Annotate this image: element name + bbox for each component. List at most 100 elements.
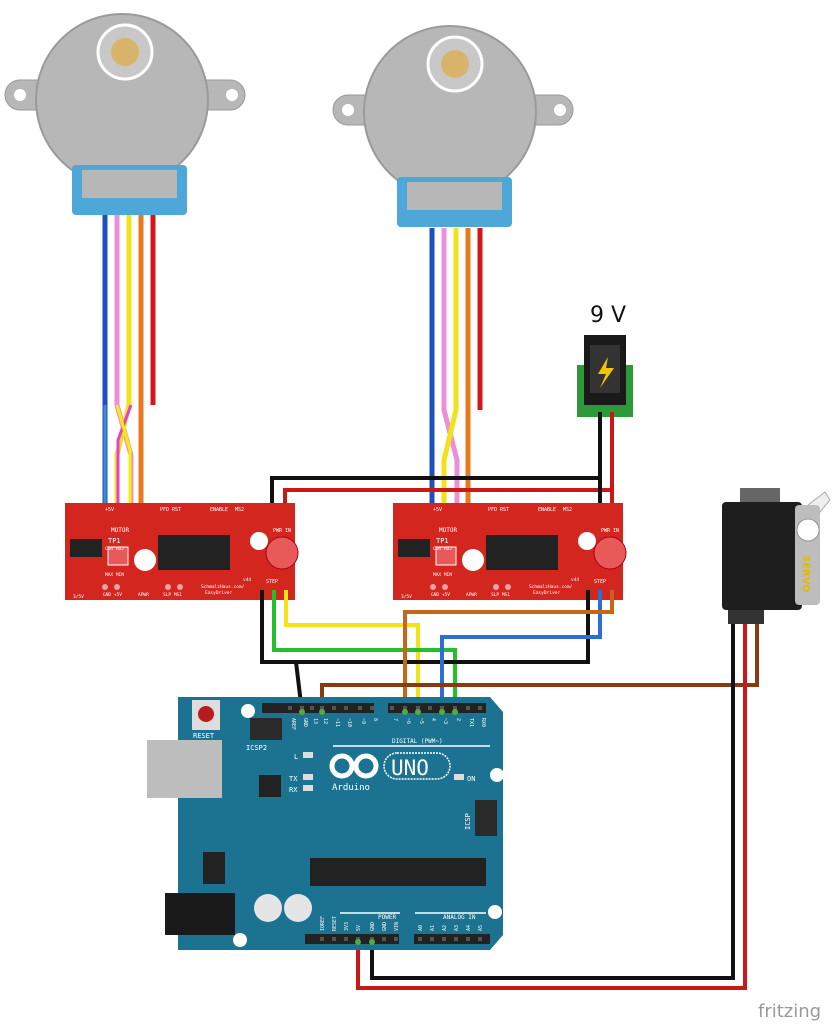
header-pin[interactable] [418,937,422,941]
fritzing-watermark: fritzing [758,1001,821,1022]
header-pin[interactable] [390,706,394,710]
pin-label: ~10 [346,718,352,727]
pin-label: 5V [356,925,362,931]
header-pin[interactable] [344,937,348,941]
tp1-pad [70,539,102,557]
pin-label: 7 [392,718,398,721]
pin-label: IOREF [320,916,326,931]
lightning-icon [598,357,614,388]
driver-chip [486,535,558,570]
pin-label: ~11 [334,718,340,727]
board-label: PWR IN [273,528,291,534]
inductor [593,536,627,570]
header-pin[interactable] [344,706,348,710]
header-pin[interactable] [440,706,444,710]
stepper-motor-2 [332,25,574,227]
header-pin[interactable] [478,937,482,941]
url-label: EasyDriver [533,590,560,596]
header-pin[interactable] [370,706,374,710]
pin-label: A4 [466,925,472,931]
header-pin[interactable] [416,706,420,710]
gnd-5v-label: GND +5V [431,592,450,598]
header-pin[interactable] [310,706,314,710]
header-pin[interactable] [394,937,398,941]
pin-connections [299,709,458,945]
pin-label: 3V3 [344,922,350,931]
motor-label: MOTOR [111,527,129,534]
board-label: ENABLE [210,507,228,513]
arduino-logo-text: Arduino [332,783,370,793]
slp-ms1-label: SLP MS1 [491,592,510,598]
analog-header [414,934,490,944]
pin-label: GND [370,922,376,931]
apwr-label: APWR [466,592,477,598]
header-pin[interactable] [332,706,336,710]
header-pin[interactable] [442,937,446,941]
pin-label: 2 [455,718,461,721]
pin-label: A1 [430,925,436,931]
dc-power-jack [577,335,633,417]
header-pin[interactable] [403,706,407,710]
header-pin[interactable] [332,937,336,941]
board-pad [430,584,436,590]
mounting-hole [134,549,156,571]
header-pin[interactable] [454,937,458,941]
potentiometer [435,546,457,566]
url-label: SchmalzHaus.com/ [201,584,245,590]
board-label: PFD [488,507,497,513]
max-min-label: MAX MIN [105,572,124,578]
pin-label: A0 [418,925,424,931]
header-pin[interactable] [300,706,304,710]
potentiometer [107,546,129,566]
pin-label: GND [382,922,388,931]
header-pin[interactable] [466,706,470,710]
version-label: v44 [243,577,251,583]
board-label: +5V [433,507,442,513]
header-pin[interactable] [453,706,457,710]
led-rx-label: RX [289,786,298,794]
header-pin[interactable] [382,937,386,941]
board-label: MS2 [235,507,244,513]
icsp2-label: ICSP2 [246,744,267,752]
led-l-label: L [294,753,298,761]
board-label: +5V [105,507,114,513]
header-pin[interactable] [320,706,324,710]
pin-label: ~3 [442,718,448,724]
pin-label: A3 [454,925,460,931]
header-pin[interactable] [320,937,324,941]
power-header [305,934,399,944]
header-pin[interactable] [430,937,434,941]
stepper-motor-1 [4,13,246,215]
version-label: v44 [571,577,579,583]
digital-header-1 [262,703,374,713]
board-label: RST [172,507,181,513]
board-label: MS2 [563,507,572,513]
usb-port [147,740,222,798]
led-tx-label: TX [289,775,298,783]
pin-label: A5 [478,925,484,931]
header-pin[interactable] [428,706,432,710]
header-pin[interactable] [466,937,470,941]
board-pad [505,584,511,590]
power-label: 9 V [590,303,626,328]
pin-label: RX0 [480,718,486,727]
power-section-label: POWER [378,914,396,921]
header-pin[interactable] [288,706,292,710]
pin-label: RESET [332,916,338,931]
header-pin[interactable] [478,706,482,710]
mounting-hole [462,549,484,571]
motor-2-wires [429,228,483,510]
microcontroller [310,858,486,886]
header-pin[interactable] [358,706,362,710]
step-label: STEP [594,579,606,585]
mounting-hole [578,532,596,550]
icsp-header [475,800,497,836]
board-label: RST [500,507,509,513]
regulator [203,852,225,884]
tp1-label: TP1 [108,537,121,545]
logic-voltage-label: 3/5V [401,594,412,600]
servo-label: SERVO [800,555,811,593]
reset-label: RESET [193,732,215,740]
